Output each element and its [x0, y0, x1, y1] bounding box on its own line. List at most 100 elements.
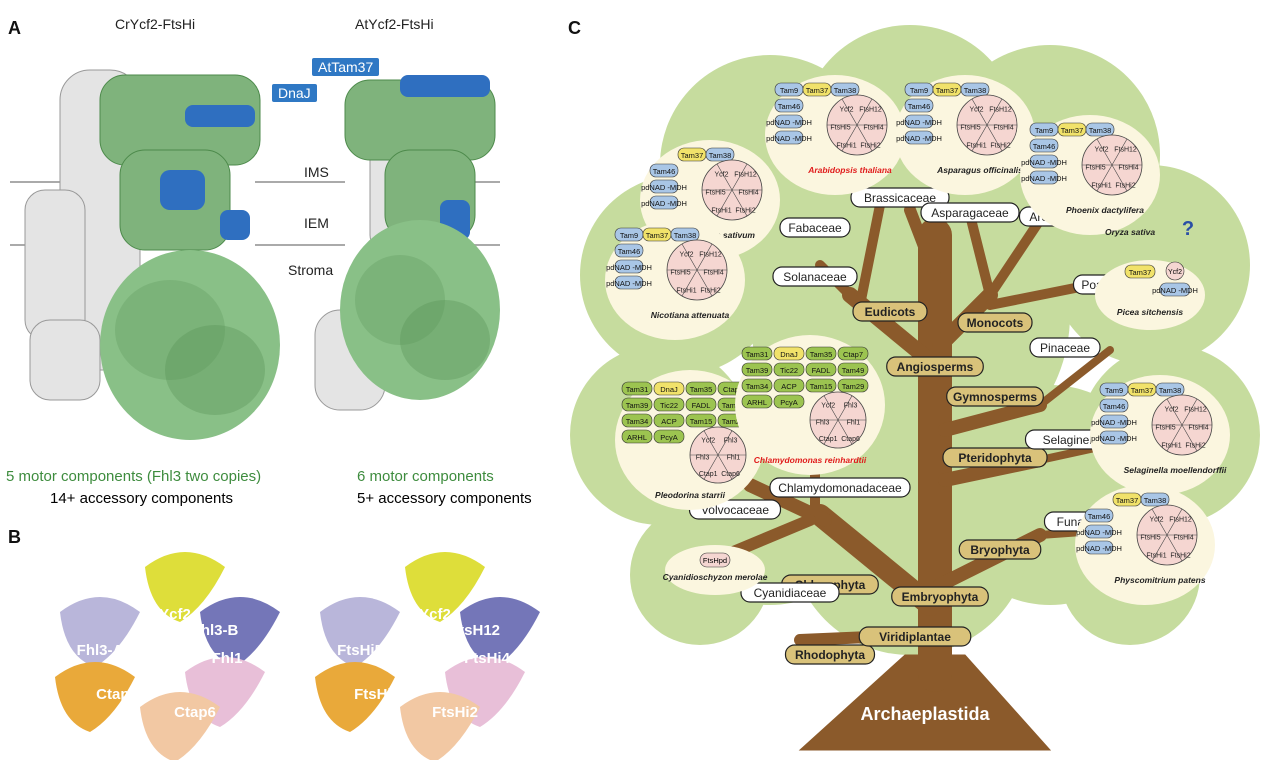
family-label: Solanaceae — [783, 270, 847, 284]
component-pill — [837, 362, 869, 377]
component-label: Tam38 — [1089, 126, 1112, 135]
left-ring-subunit — [140, 692, 220, 760]
wheel-segment-label: Fhl3 — [816, 419, 830, 426]
wheel-segment-label: Ycf2 — [714, 172, 728, 179]
panel-c-label: C — [568, 18, 581, 38]
wheel-segment-label: Ycf2 — [1149, 517, 1163, 524]
wheel-segment-label: FtsH12 — [859, 107, 882, 114]
component-label: Ctap7 — [843, 350, 863, 359]
component-pill — [621, 413, 653, 428]
wheel-segment-label: FtsHi5 — [670, 270, 690, 277]
left-motor-caption: 5 motor components (Fhl3 two copies) — [6, 468, 262, 485]
wheel-segment-label: Fhl3 — [844, 403, 858, 410]
component-label: FtsHpd — [703, 556, 727, 565]
component-label: ACP — [661, 417, 676, 426]
component-pill — [1124, 264, 1156, 279]
clade-badge — [886, 356, 984, 377]
clade-badge — [958, 539, 1042, 560]
component-pill — [653, 429, 685, 444]
component-pill — [653, 381, 685, 396]
wheel-segment-label: FtsHi2 — [1170, 553, 1190, 560]
component-label: ARHL — [747, 398, 767, 407]
family-badge — [779, 217, 851, 238]
component-label: Tam9 — [620, 231, 638, 240]
species-name: Physcomitrium patens — [1114, 575, 1205, 585]
component-pill — [741, 362, 773, 377]
component-label: Ctap7 — [723, 385, 743, 394]
right-ring-subunit — [400, 692, 480, 760]
left-structure-title: CrYcf2-FtsHi — [115, 16, 196, 32]
component-label: Tam31 — [626, 385, 649, 394]
component-pill — [904, 114, 934, 129]
wheel-segment-label: FtsH12 — [1114, 147, 1137, 154]
component-label: pdNAD -MDH — [1152, 286, 1198, 295]
clade-badge — [784, 644, 876, 665]
component-label: Ycf2 — [1168, 269, 1182, 276]
wheel-segment-label: Fhl3 — [696, 454, 710, 461]
component-label: DnaJ — [660, 385, 678, 394]
clade-badge — [858, 626, 972, 647]
component-pill — [960, 82, 990, 97]
component-pill — [774, 130, 804, 145]
family-badge — [850, 187, 950, 208]
family-label: Pinaceae — [1040, 341, 1090, 355]
wheel-segment-label: FtsHi1 — [836, 143, 856, 150]
component-label: pdNAD -MDH — [1021, 174, 1067, 183]
species-name: Nicotiana attenuata — [651, 310, 730, 320]
component-pill — [805, 378, 837, 393]
clade-label: Monocots — [967, 316, 1024, 330]
component-pill — [1084, 524, 1114, 539]
family-label: Asparagaceae — [931, 206, 1009, 220]
component-label: Tam46 — [778, 102, 801, 111]
component-pill — [1084, 540, 1114, 555]
wheel-segment-label: FtsH12 — [989, 107, 1012, 114]
component-label: Tam34 — [626, 417, 649, 426]
component-pill — [670, 227, 700, 242]
component-label: pdNAD -MDH — [1076, 528, 1122, 537]
component-label: Tam46 — [1088, 512, 1111, 521]
component-pill — [685, 397, 717, 412]
component-label: Tam38 — [1144, 496, 1167, 505]
family-label: Cyanidiaceae — [754, 586, 827, 600]
wheel-segment-label: FtsHi4 — [863, 125, 883, 132]
wheel-segment-label: FtsH12 — [1184, 407, 1207, 414]
wheel-segment-label: FtsHi2 — [735, 208, 755, 215]
component-pill — [685, 381, 717, 396]
component-label: Tam38 — [709, 151, 732, 160]
left-ring-subunit — [200, 597, 280, 667]
component-label: pdNAD -MDH — [1076, 544, 1122, 553]
family-badge — [769, 477, 911, 498]
component-label: Tam49 — [842, 366, 865, 375]
wheel-segment-label: Ycf2 — [839, 107, 853, 114]
component-pill — [774, 98, 804, 113]
component-label: Tam38 — [964, 86, 987, 95]
wheel-segment-label: FtsHi5 — [1140, 535, 1160, 542]
left-ring-subunit-label: Fhl3-A — [77, 642, 124, 659]
component-pill — [621, 397, 653, 412]
component-label: Tam38 — [1159, 386, 1182, 395]
iem-label: IEM — [304, 215, 329, 231]
component-pill — [773, 378, 805, 393]
wheel-segment-label: Ctap1 — [819, 436, 838, 443]
component-pill — [837, 346, 869, 361]
component-pill — [614, 275, 644, 290]
clade-label: Angiosperms — [897, 360, 974, 374]
component-label: PcyA — [660, 433, 678, 442]
species-name: Arabidopsis thaliana — [807, 165, 892, 175]
left-accessory-caption: 14+ accessory components — [50, 490, 234, 507]
wheel-segment-label: FtsHi5 — [1085, 165, 1105, 172]
component-label: Tam34 — [746, 382, 769, 391]
component-label: Tam15 — [690, 417, 713, 426]
wheel-segment-label: Ctap1 — [699, 471, 718, 478]
clade-badge — [852, 301, 928, 322]
wheel-segment-label: FtsHi2 — [700, 288, 720, 295]
wheel-segment-label: Ycf2 — [679, 252, 693, 259]
species-name: Oryza sativa — [1105, 227, 1155, 237]
component-pill — [773, 346, 805, 361]
family-badge — [772, 266, 858, 287]
component-label: Tam37 — [806, 86, 829, 95]
component-pill — [773, 394, 805, 409]
component-pill — [1159, 282, 1191, 297]
ycf2-bubble — [1165, 261, 1185, 281]
component-pill — [1029, 170, 1059, 185]
